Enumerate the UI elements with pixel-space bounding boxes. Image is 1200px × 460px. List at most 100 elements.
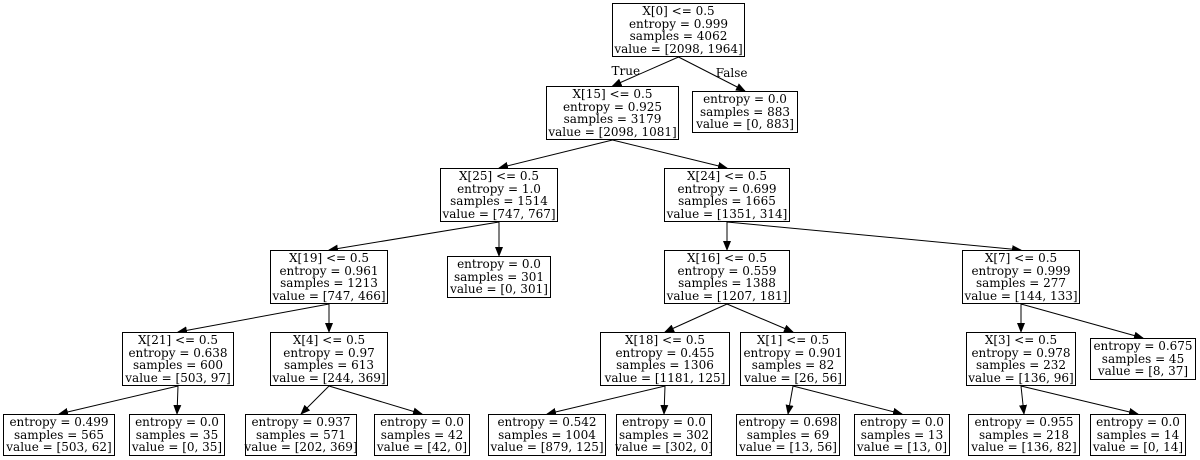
node-samples-text: samples = 14 bbox=[1096, 427, 1180, 442]
node-value-text: value = [503, 62] bbox=[6, 440, 112, 455]
tree-edge bbox=[726, 303, 794, 333]
node-samples-text: samples = 565 bbox=[13, 427, 105, 442]
node-entropy-text: entropy = 0.97 bbox=[283, 345, 375, 360]
tree-edge bbox=[173, 385, 182, 415]
node-value-text: value = [42, 0] bbox=[376, 440, 468, 455]
node-split-text: X[18] <= 0.5 bbox=[625, 333, 705, 347]
node-entropy-text: entropy = 0.559 bbox=[677, 263, 777, 278]
node-entropy-text: entropy = 1.0 bbox=[457, 181, 541, 196]
node-value-text: value = [1207, 181] bbox=[666, 288, 788, 303]
node-samples-text: samples = 1306 bbox=[616, 358, 714, 372]
node-entropy-text: entropy = 0.901 bbox=[743, 345, 843, 360]
node-value-text: value = [136, 96] bbox=[968, 370, 1074, 385]
tree-edge bbox=[664, 303, 728, 333]
node-entropy-text: entropy = 0.699 bbox=[677, 181, 777, 196]
tree-edge bbox=[660, 385, 669, 415]
node-value-text: value = [202, 369] bbox=[244, 440, 358, 455]
node-samples-text: samples = 218 bbox=[978, 427, 1070, 442]
node-entropy-text: entropy = 0.698 bbox=[738, 415, 838, 430]
tree-edge bbox=[328, 385, 423, 416]
node-split-text: X[24] <= 0.5 bbox=[687, 169, 767, 183]
node-value-text: value = [0, 14] bbox=[1092, 440, 1184, 455]
node-samples-text: samples = 1665 bbox=[678, 194, 776, 208]
tree-edge bbox=[177, 303, 330, 335]
node-split-text: X[21] <= 0.5 bbox=[138, 333, 218, 347]
node-samples-text: samples = 302 bbox=[618, 427, 710, 442]
node-split-text: X[25] <= 0.5 bbox=[459, 169, 539, 183]
node-value-text: value = [302, 0] bbox=[615, 440, 713, 455]
node-entropy-text: entropy = 0.955 bbox=[974, 415, 1074, 430]
tree-edge bbox=[611, 56, 679, 87]
node-value-text: value = [26, 56] bbox=[744, 370, 842, 385]
node-samples-text: samples = 1388 bbox=[678, 276, 776, 290]
tree-edge bbox=[792, 385, 903, 416]
node-split-text: X[7] <= 0.5 bbox=[984, 251, 1058, 265]
node-samples-text: samples = 3179 bbox=[563, 112, 662, 126]
node-entropy-text: entropy = 0.0 bbox=[860, 415, 944, 430]
node-entropy-text: entropy = 0.999 bbox=[628, 16, 729, 31]
node-value-text: value = [747, 466] bbox=[272, 288, 386, 303]
tree-edge bbox=[1020, 385, 1139, 416]
node-samples-text: samples = 600 bbox=[132, 358, 224, 372]
node-samples-text: samples = 45 bbox=[1101, 351, 1185, 366]
node-samples-text: samples = 35 bbox=[135, 427, 219, 442]
edge-label-false: False bbox=[715, 66, 748, 80]
node-entropy-text: entropy = 0.937 bbox=[251, 415, 351, 430]
node-value-text: value = [1181, 125] bbox=[604, 370, 726, 385]
tree-edge bbox=[612, 139, 728, 170]
node-split-text: X[15] <= 0.5 bbox=[572, 87, 653, 101]
node-entropy-text: entropy = 0.0 bbox=[457, 257, 541, 272]
node-value-text: value = [244, 369] bbox=[272, 370, 386, 385]
node-value-text: value = [136, 82] bbox=[971, 440, 1077, 455]
node-samples-text: samples = 1213 bbox=[280, 276, 378, 290]
node-value-text: value = [2098, 1081] bbox=[548, 124, 677, 139]
node-entropy-text: entropy = 0.0 bbox=[380, 415, 464, 430]
node-samples-text: samples = 277 bbox=[975, 276, 1067, 290]
node-samples-text: samples = 232 bbox=[975, 358, 1067, 372]
tree-edge bbox=[328, 221, 500, 253]
node-split-text: X[4] <= 0.5 bbox=[292, 333, 366, 347]
node-split-text: X[16] <= 0.5 bbox=[687, 251, 767, 265]
node-entropy-text: entropy = 0.499 bbox=[9, 415, 109, 430]
node-entropy-text: entropy = 0.542 bbox=[497, 415, 597, 430]
node-value-text: value = [0, 35] bbox=[131, 440, 223, 455]
node-samples-text: samples = 82 bbox=[751, 358, 835, 372]
node-value-text: value = [2098, 1964] bbox=[614, 41, 743, 56]
node-entropy-text: entropy = 0.0 bbox=[1096, 415, 1180, 430]
node-samples-text: samples = 613 bbox=[283, 358, 375, 372]
node-samples-text: samples = 571 bbox=[255, 427, 347, 442]
node-samples-text: samples = 301 bbox=[453, 269, 545, 284]
tree-edge bbox=[58, 385, 179, 416]
tree-edge bbox=[726, 221, 1022, 254]
tree-edge bbox=[498, 139, 613, 170]
tree-edge bbox=[678, 56, 746, 92]
node-entropy-text: entropy = 0.961 bbox=[279, 263, 379, 278]
node-split-text: X[19] <= 0.5 bbox=[289, 251, 369, 265]
node-samples-text: samples = 69 bbox=[746, 427, 830, 442]
node-samples-text: samples = 42 bbox=[380, 427, 464, 442]
tree-edge bbox=[1020, 303, 1144, 340]
tree-edge bbox=[300, 385, 330, 415]
node-value-text: value = [0, 883] bbox=[696, 117, 794, 132]
node-samples-text: samples = 883 bbox=[699, 104, 791, 119]
node-value-text: value = [13, 56] bbox=[739, 440, 837, 455]
node-entropy-text: entropy = 0.0 bbox=[135, 415, 219, 430]
